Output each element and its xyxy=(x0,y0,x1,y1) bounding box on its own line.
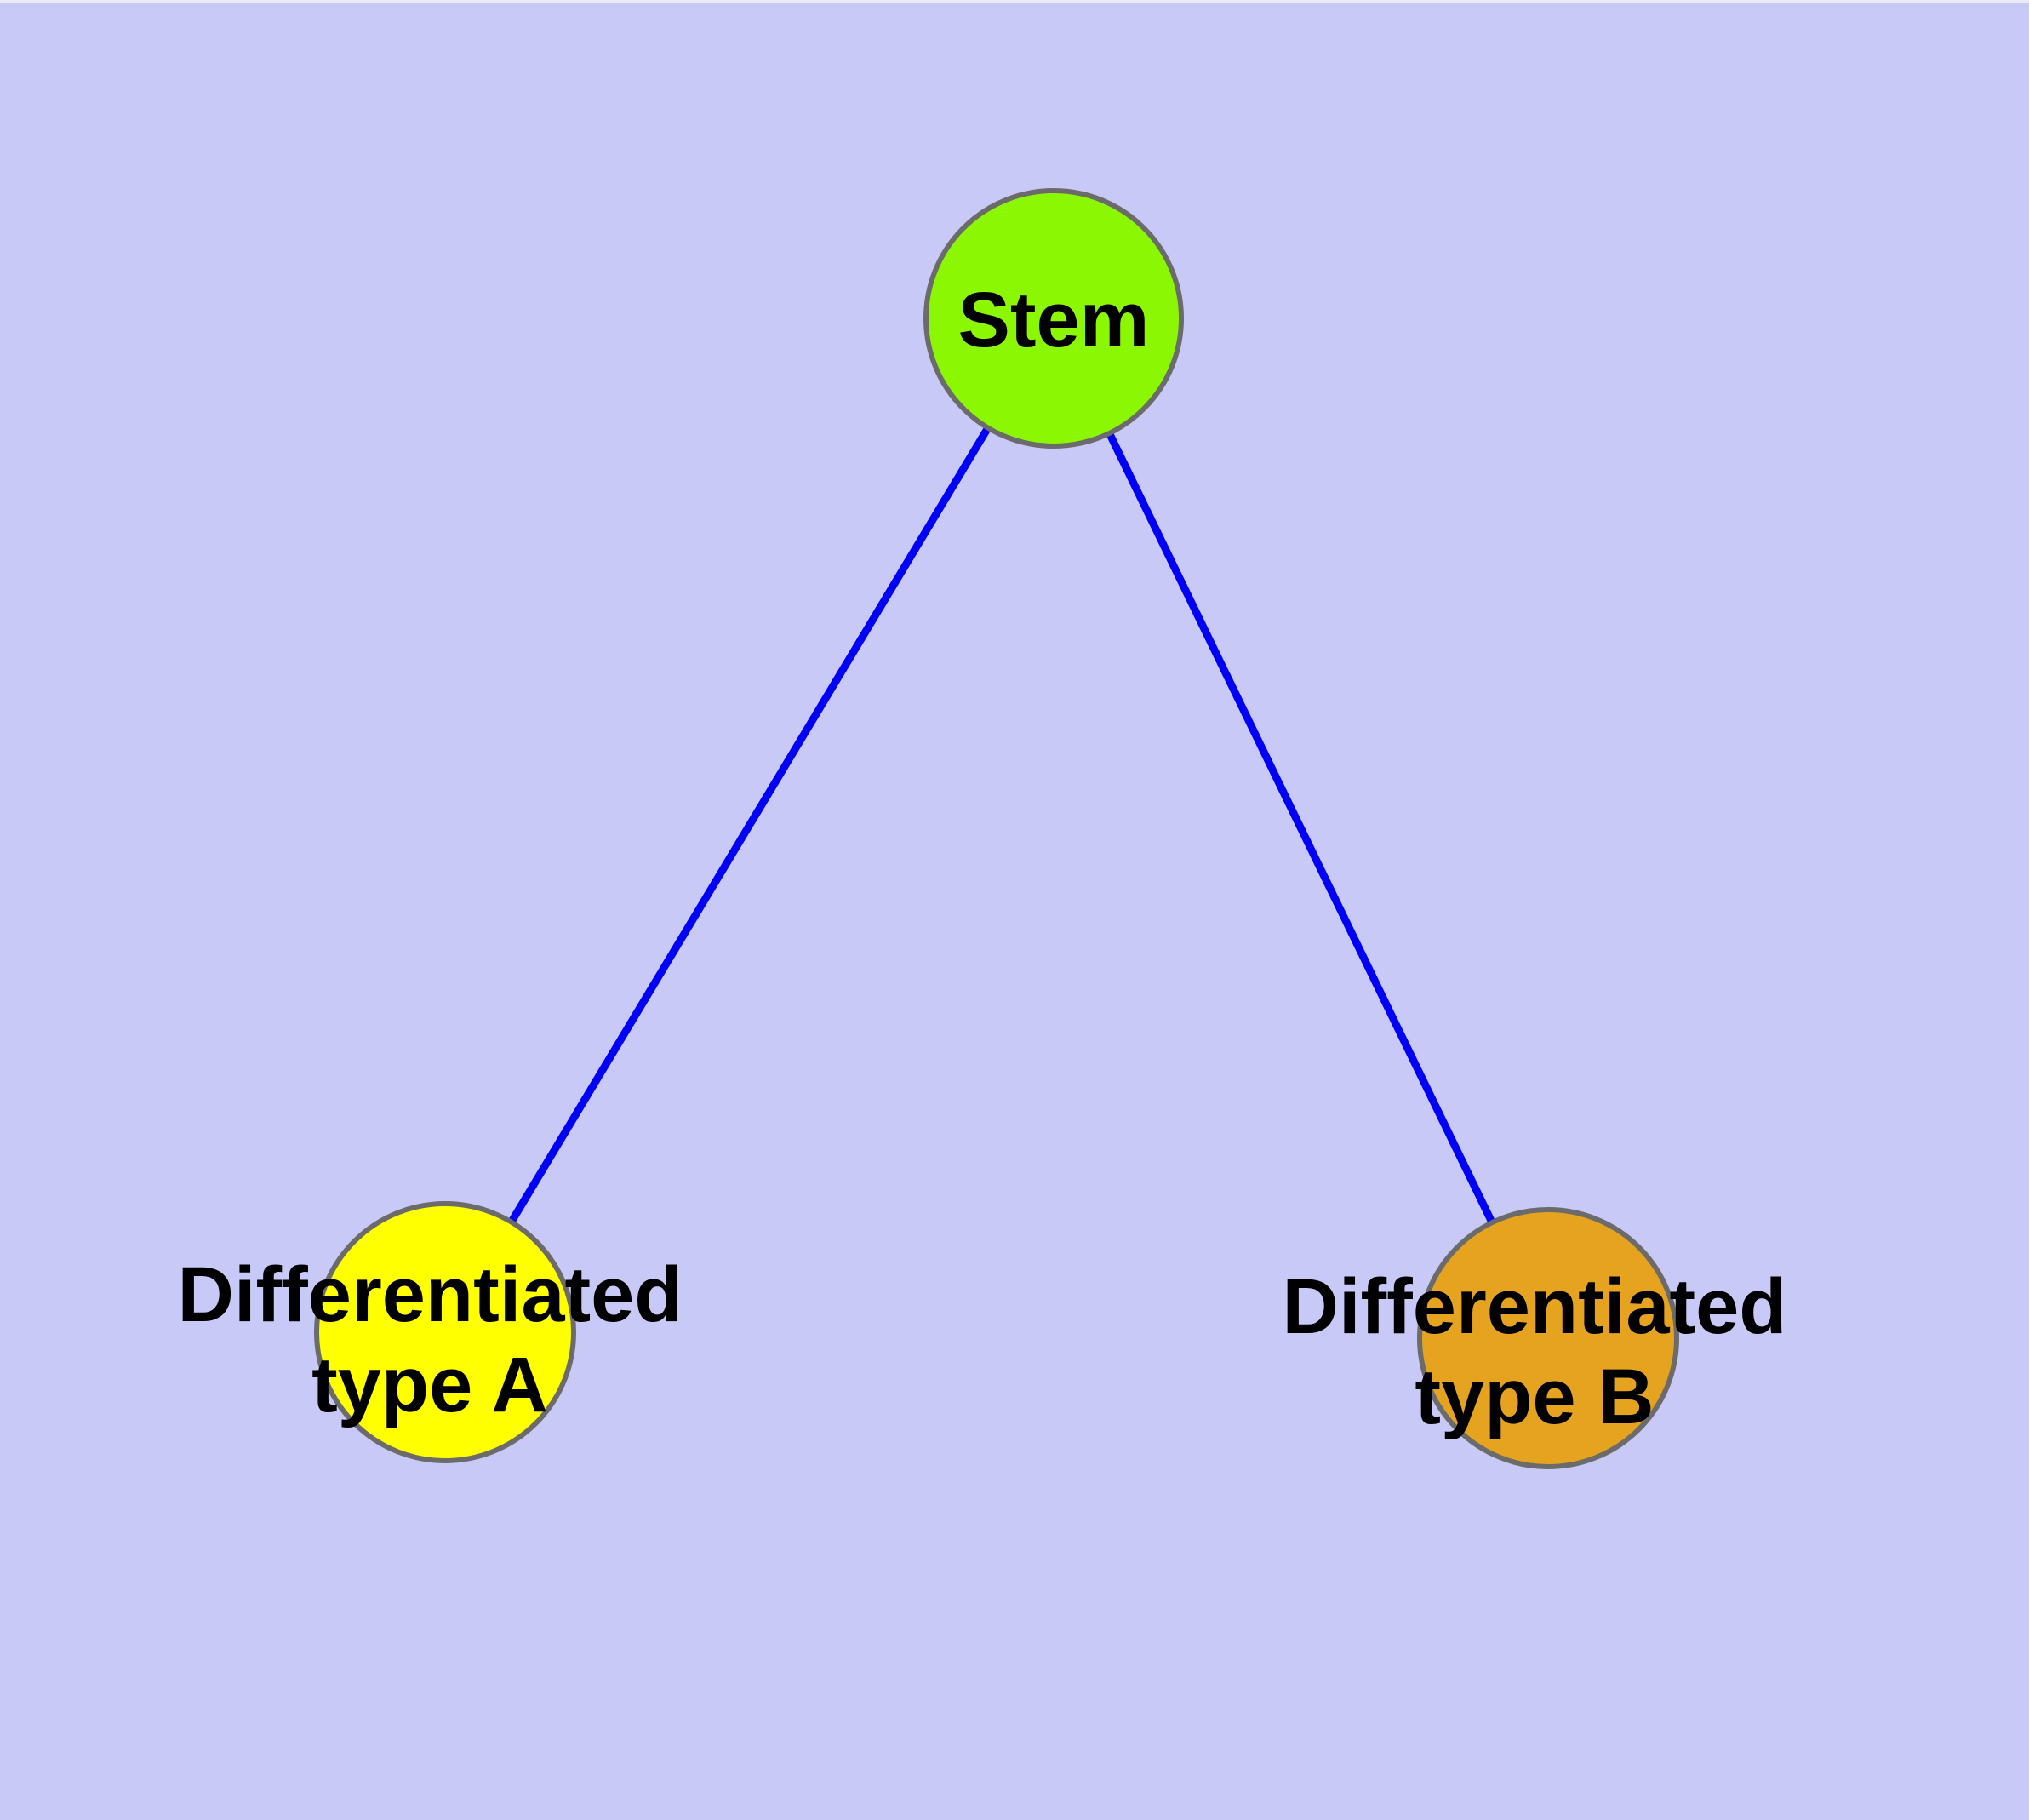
edge-stem-to-type-a xyxy=(442,316,1057,1335)
edge-stem-to-type-b xyxy=(1049,317,1552,1340)
node-label-differentiated-type-b: Differentiated type B xyxy=(1282,1263,1787,1440)
node-label-stem: Stem xyxy=(957,277,1150,363)
top-edge-strip xyxy=(0,0,2029,3)
node-label-differentiated-type-a: Differentiated type A xyxy=(177,1251,683,1428)
node-differentiated-type-b xyxy=(1417,1207,1679,1469)
node-differentiated-type-a xyxy=(314,1201,576,1463)
node-stem xyxy=(923,188,1184,449)
